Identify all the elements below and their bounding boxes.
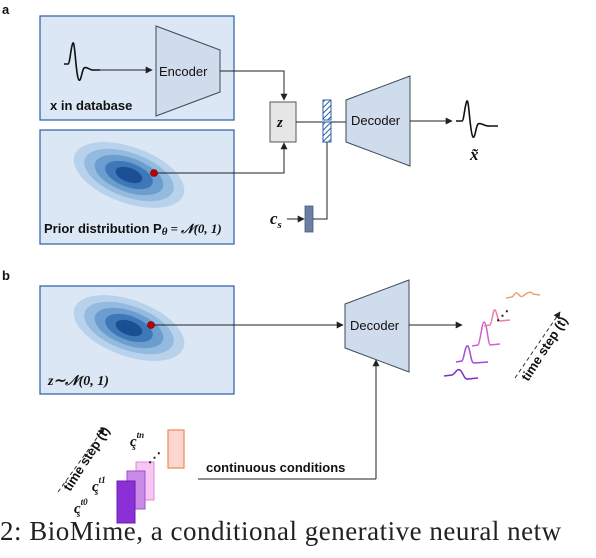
concat-z-segment [322,99,332,121]
sample-point-b [147,321,155,329]
z-sample-label: z∼𝒩(0, 1) [47,374,109,389]
sample-point [150,169,158,177]
cs-label: cs [270,209,282,231]
time-axis-left [57,427,105,493]
encoder-label: Encoder [159,64,208,79]
continuous-conditions-label: continuous conditions [206,460,345,475]
cs-vector [304,205,314,233]
z-label: z [276,115,283,131]
signal-t1 [455,345,489,364]
cond-t0-vector [116,480,136,524]
cs-to-concat-line [313,142,328,220]
encoder-to-z-arrow [220,70,288,101]
cond-ellipsis: ⋰ [148,450,161,465]
signal-t2 [471,321,501,347]
decoder-block-a [345,75,411,167]
figure-caption: 2: BioMime, a conditional generative neu… [0,516,562,546]
z-box [269,101,297,143]
encoder-block [155,25,221,117]
database-label: x in database [50,98,132,113]
panel-a-letter: a [2,2,10,17]
decoder-a-label: Decoder [351,113,401,128]
output-label: x̃ [469,145,479,164]
decoder-b-label: Decoder [350,318,400,333]
panel-b-letter: b [2,268,10,283]
decoder-block-b [344,279,410,373]
time-axis-right [514,311,561,379]
prior-to-z-arrow [157,142,288,174]
input-signal [64,42,100,81]
gaussian-blob [73,142,185,208]
time-step-right-label: time step (t) [518,314,571,384]
concat-cs-segment [322,121,332,143]
prior-label: Prior distribution Pθ= 𝒩(0, 1) [44,221,222,238]
generated-signals [443,291,541,380]
condition-vectors [116,429,185,524]
signal-t0 [443,368,479,380]
gaussian-blob-b [73,295,185,361]
signal-ellipsis: ⋰ [496,308,509,323]
signal-t3 [483,309,511,327]
cond-tn-vector [167,429,185,469]
output-signal [456,100,498,138]
signal-tn [505,291,541,299]
